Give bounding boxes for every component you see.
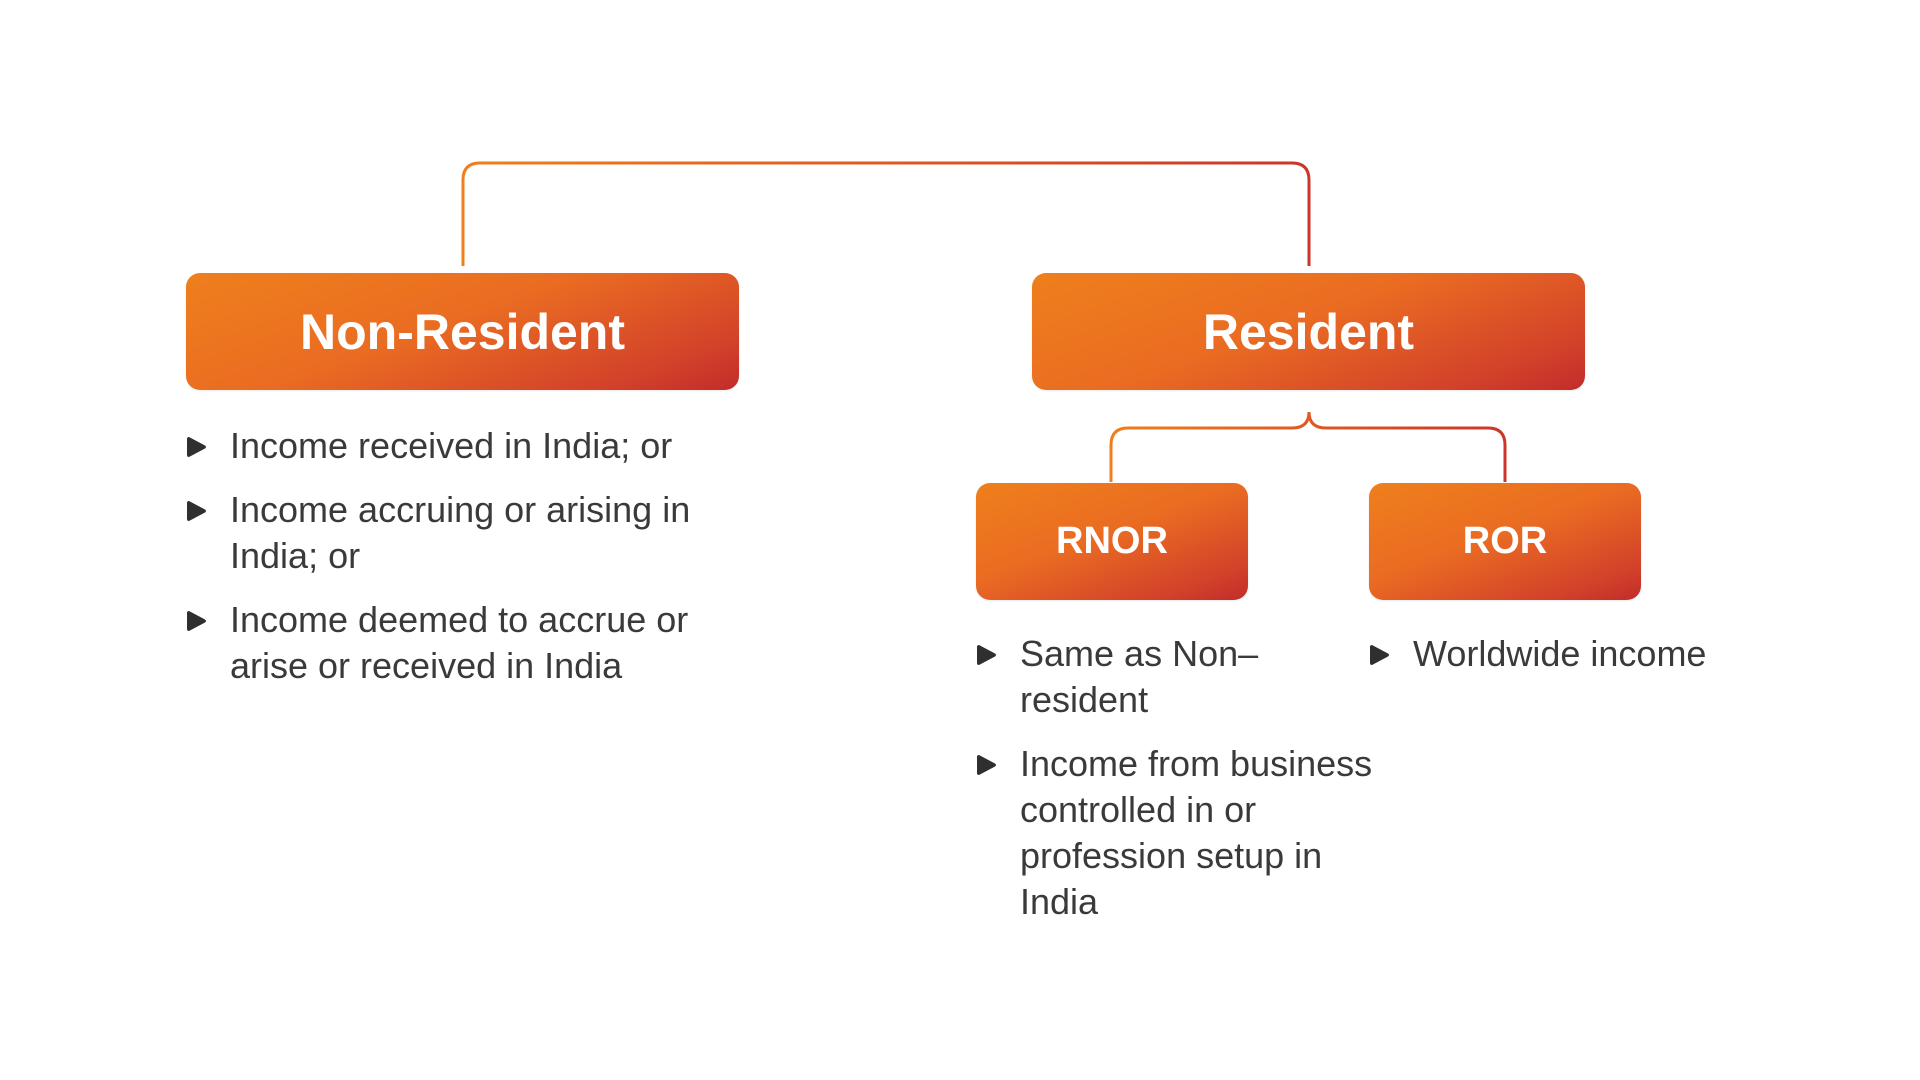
list-item: Worldwide income: [1367, 631, 1837, 677]
play-bullet-icon: [187, 611, 206, 631]
rnor-income-list: Same as Non–resident Income from busines…: [974, 631, 1374, 943]
rnor-box: RNOR: [976, 483, 1248, 600]
resident-split-connector: [1109, 411, 1507, 482]
non-resident-title: Non-Resident: [300, 303, 625, 360]
list-item: Income accruing or arising in India; or: [184, 487, 744, 579]
ror-income-list: Worldwide income: [1367, 631, 1837, 695]
list-item: Income from business controlled in or pr…: [974, 741, 1374, 925]
ror-box: ROR: [1369, 483, 1641, 600]
list-item: Income deemed to accrue or arise or rece…: [184, 597, 744, 689]
play-bullet-icon: [977, 645, 996, 665]
non-resident-income-list: Income received in India; or Income accr…: [184, 423, 744, 707]
ror-title: ROR: [1462, 520, 1548, 562]
top-bracket-connector: [461, 161, 1311, 266]
play-bullet-icon: [1370, 645, 1389, 665]
resident-title: Resident: [1202, 303, 1415, 360]
list-item: Same as Non–resident: [974, 631, 1374, 723]
play-bullet-icon: [187, 437, 206, 457]
resident-box: Resident: [1032, 273, 1585, 390]
play-bullet-icon: [977, 755, 996, 775]
play-bullet-icon: [187, 501, 206, 521]
non-resident-box: Non-Resident: [186, 273, 739, 390]
list-item: Income received in India; or: [184, 423, 744, 469]
rnor-title: RNOR: [1056, 520, 1168, 562]
